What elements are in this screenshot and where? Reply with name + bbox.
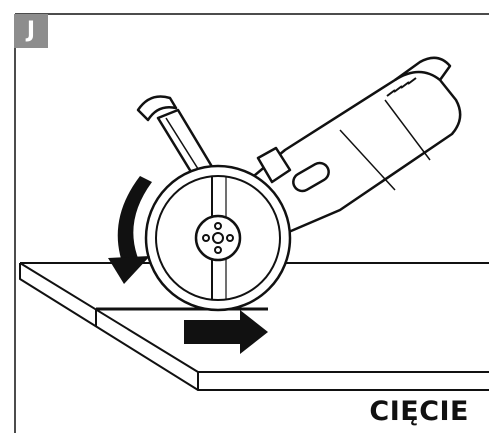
figure-label: J bbox=[26, 18, 36, 43]
grinder-body bbox=[223, 56, 462, 242]
rotation-arrow-icon bbox=[108, 176, 152, 284]
direction-arrow-icon bbox=[184, 310, 268, 354]
cutting-disc bbox=[194, 176, 242, 300]
figure-label-badge: J bbox=[14, 14, 48, 48]
figure-caption: CIĘCIE bbox=[369, 396, 469, 427]
